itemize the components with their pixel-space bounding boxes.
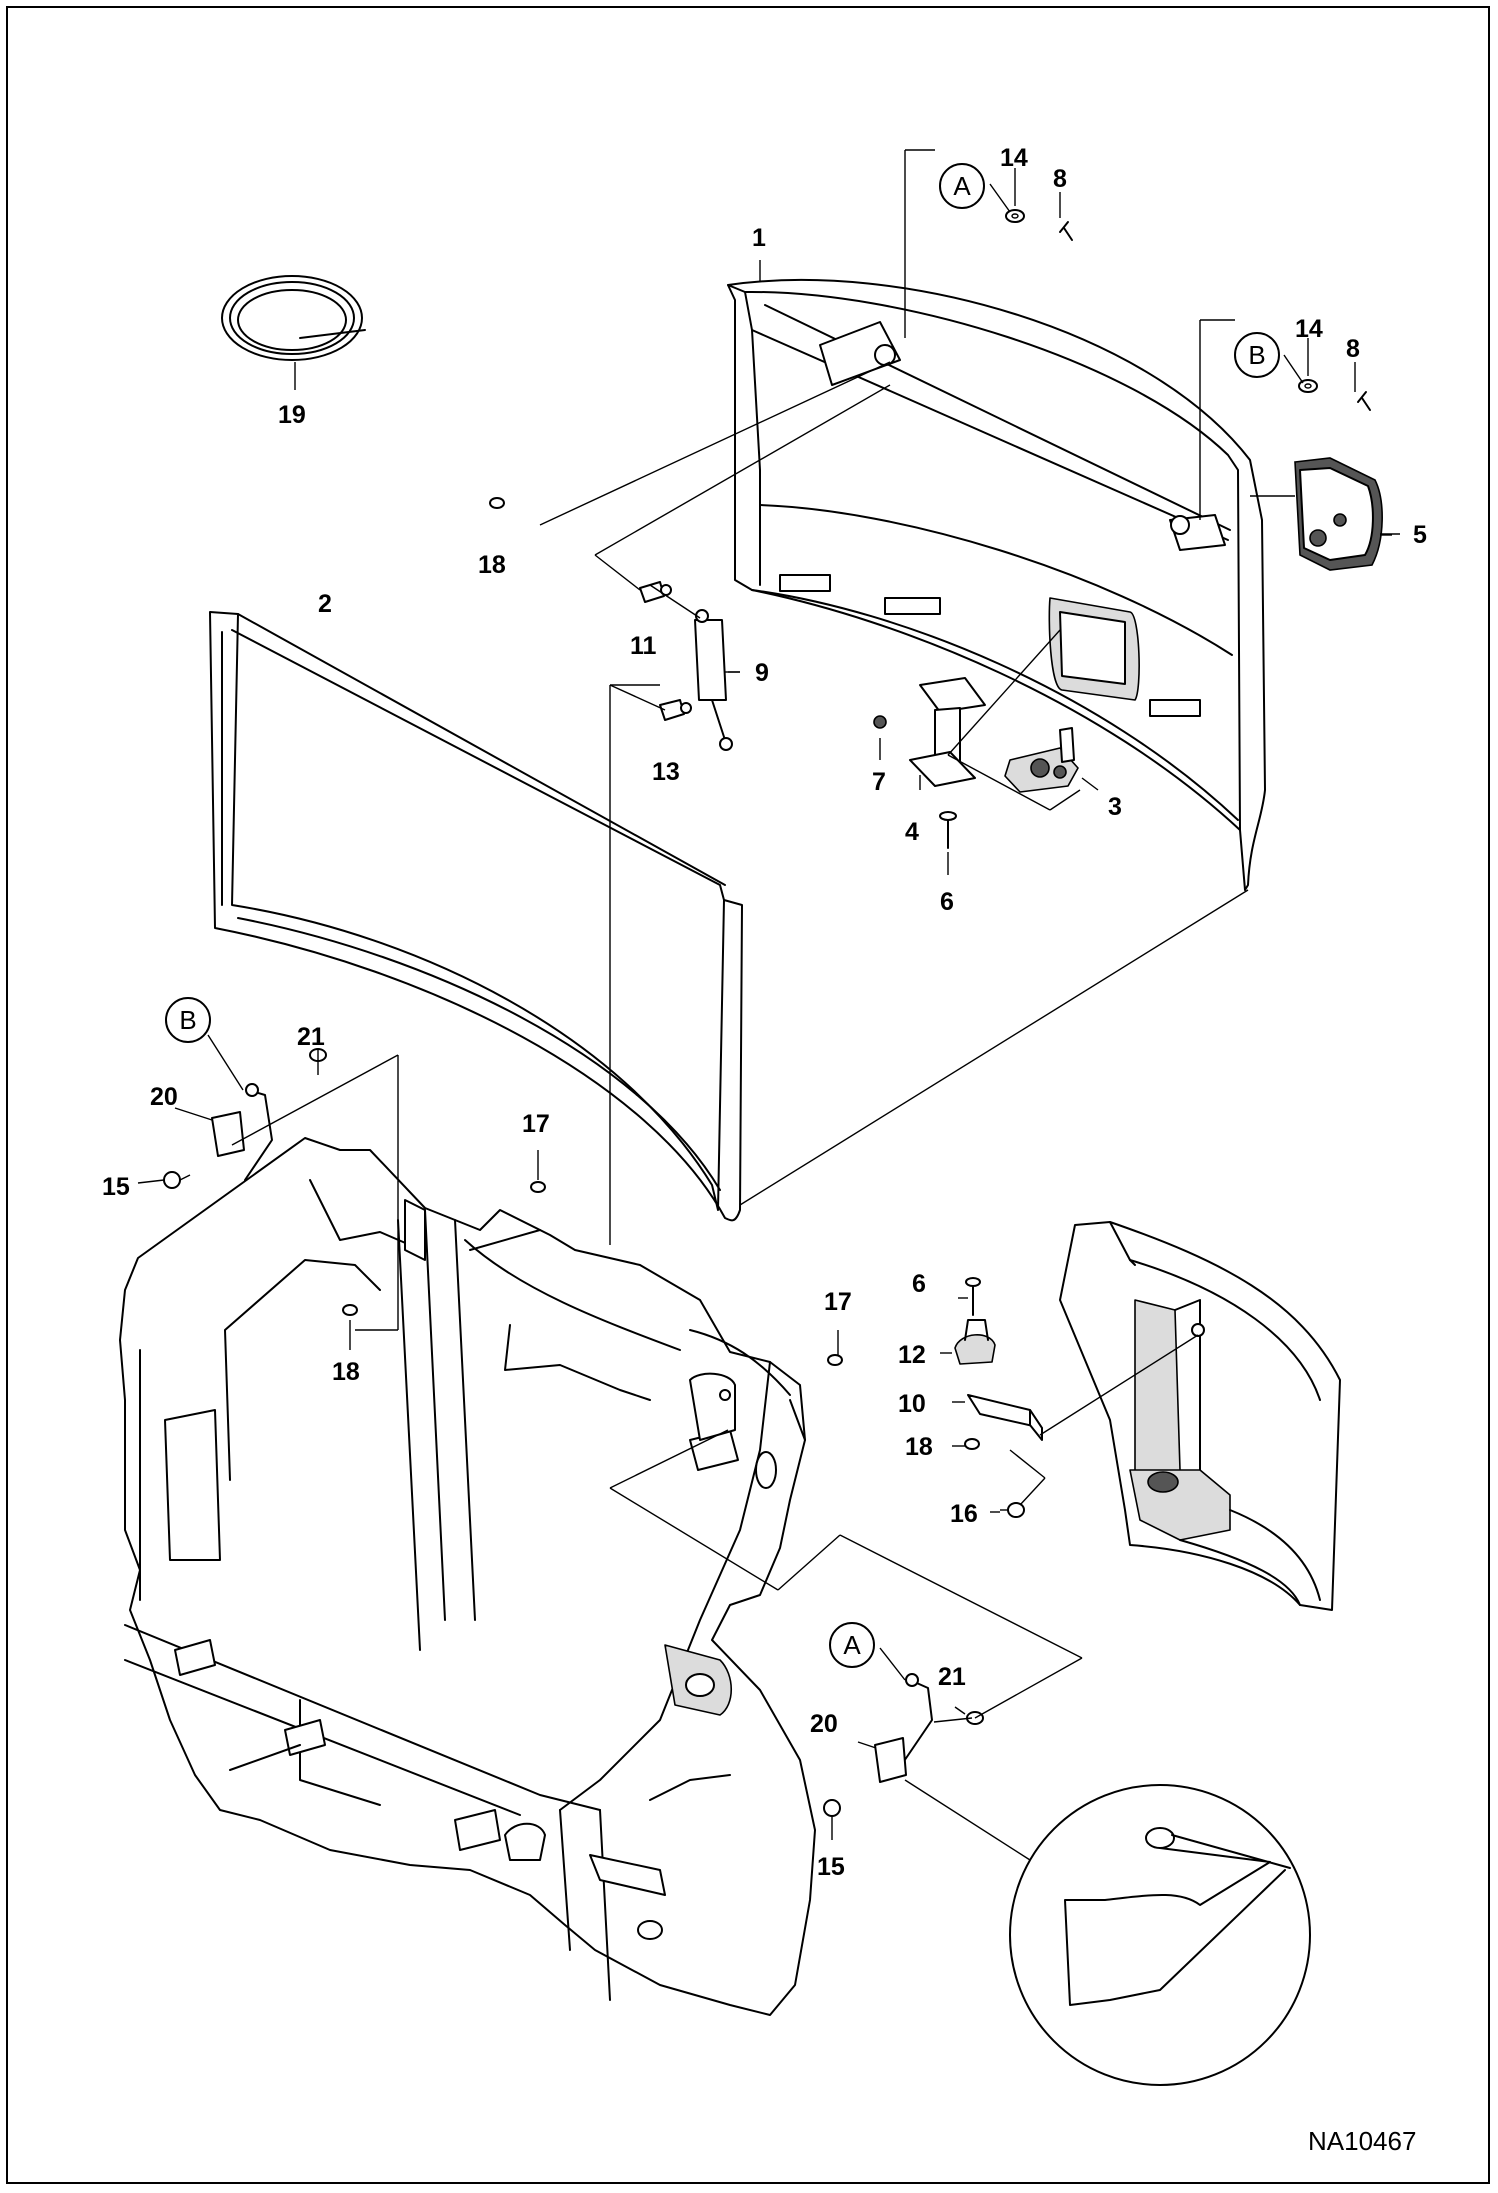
- callout-1: 1: [752, 224, 766, 252]
- svg-text:B: B: [179, 1005, 196, 1035]
- callout-13: 13: [652, 758, 680, 786]
- figure-id: NA10467: [1308, 2126, 1416, 2156]
- bolt-part-6-lower: [965, 1277, 981, 1316]
- callout-17-a: 17: [522, 1110, 550, 1138]
- ball-stud-part-11: [639, 581, 672, 603]
- gas-spring-part-9: [694, 609, 733, 751]
- callout-2: 2: [318, 590, 332, 618]
- striker-part-12: [954, 1319, 996, 1365]
- bolt-part-6: [939, 811, 957, 849]
- nut-part-17-b: [827, 1354, 843, 1366]
- callout-20-left: 20: [150, 1083, 178, 1111]
- coiled-seal-part-19: [221, 275, 366, 390]
- detail-ref-circle-b-top: B: [1234, 332, 1280, 378]
- callout-18-lower: 18: [905, 1433, 933, 1461]
- rear-light-part-5: [1294, 457, 1392, 571]
- callout-15-lower: 15: [817, 1853, 845, 1881]
- callout-4: 4: [905, 818, 919, 846]
- detail-ref-circle-a-lower: A: [829, 1622, 875, 1668]
- latch-bracket-part-4: [909, 677, 986, 787]
- nut-part-18-lower: [964, 1438, 980, 1450]
- nut-part-18-top: [489, 497, 505, 509]
- callout-9: 9: [755, 659, 769, 687]
- svg-text:B: B: [1248, 340, 1265, 370]
- pin-part-8-b: [1357, 391, 1371, 411]
- callout-8-a: 8: [1053, 165, 1067, 193]
- callout-8-b: 8: [1346, 335, 1360, 363]
- nut-part-17-a: [530, 1181, 546, 1193]
- hinge-part-20-left: [211, 1083, 273, 1181]
- latch-part-3: [1004, 727, 1079, 793]
- bracket-part-10: [967, 1394, 1043, 1441]
- callout-16: 16: [950, 1500, 978, 1528]
- washer-part-14-a: [1005, 209, 1025, 223]
- hinge-part-20-lower: [874, 1673, 933, 1783]
- washer-part-14-b: [1298, 379, 1318, 393]
- callout-14-a: 14: [1000, 144, 1028, 172]
- callout-21-left: 21: [297, 1023, 325, 1051]
- callout-5: 5: [1413, 521, 1427, 549]
- callout-3: 3: [1108, 793, 1122, 821]
- svg-text:A: A: [843, 1630, 861, 1660]
- callout-12: 12: [898, 1341, 926, 1369]
- detail-ref-circle-a-top: A: [939, 163, 985, 209]
- bolt-part-16: [1000, 1502, 1025, 1518]
- callout-6-top: 6: [940, 888, 954, 916]
- pin-part-8-a: [1059, 221, 1073, 241]
- callout-14-b: 14: [1295, 315, 1323, 343]
- svg-text:A: A: [953, 171, 971, 201]
- detail-magnifier: [904, 1779, 1311, 2086]
- callout-6-lower: 6: [912, 1270, 926, 1298]
- leader-lines-upper: [539, 149, 1400, 1245]
- callout-10: 10: [898, 1390, 926, 1418]
- ball-stud-part-13: [659, 699, 692, 721]
- pin-part-15-lower: [823, 1799, 841, 1817]
- callout-18-mid: 18: [332, 1358, 360, 1386]
- pin-part-15-left: [163, 1171, 191, 1189]
- detail-ref-circle-b-left: B: [165, 997, 211, 1043]
- callout-17-b: 17: [824, 1288, 852, 1316]
- callout-19: 19: [278, 401, 306, 429]
- callout-20-lower: 20: [810, 1710, 838, 1738]
- leader-lines-lower: [137, 1034, 1199, 1840]
- nut-part-7: [873, 715, 887, 729]
- callout-15-left: 15: [102, 1173, 130, 1201]
- callout-11: 11: [630, 632, 657, 660]
- rear-door-part-1: [727, 279, 1266, 891]
- callout-18-top: 18: [478, 551, 506, 579]
- main-frame-assembly: [119, 1137, 816, 2016]
- callout-21-lower: 21: [938, 1663, 966, 1691]
- fender-assembly: [1059, 1221, 1341, 1611]
- nut-part-18-mid: [342, 1304, 358, 1316]
- callout-7: 7: [872, 768, 886, 796]
- door-seal-part-2: [209, 611, 743, 1222]
